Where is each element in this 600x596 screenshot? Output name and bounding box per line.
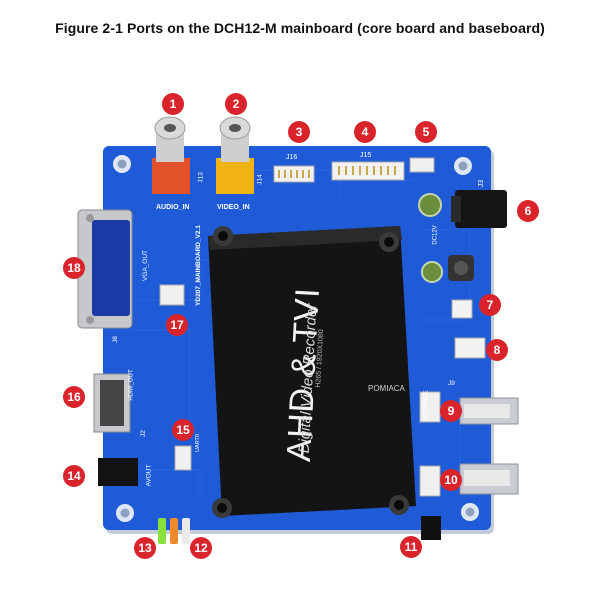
- capacitor: [421, 261, 443, 283]
- callout-14: [63, 465, 85, 487]
- callout-16: [63, 386, 85, 408]
- callout-6: [517, 200, 539, 222]
- callout-4: [354, 121, 376, 143]
- usb-port-upper: [419, 391, 519, 425]
- dc-jack: [451, 190, 507, 228]
- callout-11: [400, 536, 422, 558]
- callout-9: [440, 400, 462, 422]
- callout-13: [134, 537, 156, 559]
- callout-2: [225, 93, 247, 115]
- power-header: [409, 157, 435, 173]
- callout-10: [440, 469, 462, 491]
- callout-7: [479, 294, 501, 316]
- callout-8: [486, 339, 508, 361]
- watermark-text: POMIACA: [368, 384, 405, 393]
- uart-header: [174, 445, 192, 471]
- callout-17: [166, 314, 188, 336]
- status-leds: [158, 518, 190, 544]
- push-button: [421, 516, 441, 540]
- label-video-in: VIDEO_IN: [217, 204, 250, 211]
- j10-connector: [451, 299, 473, 319]
- label-j16: J16: [286, 154, 298, 161]
- capacitor: [418, 193, 442, 217]
- callout-15: [172, 419, 194, 441]
- callout-1: [162, 93, 184, 115]
- hdmi-connector: [93, 373, 131, 433]
- callout-18: [63, 257, 85, 279]
- audio-in-rca: [152, 116, 190, 194]
- usb-port-lower: [419, 463, 519, 497]
- vga-connector: [77, 209, 133, 329]
- label-j9: J9: [448, 380, 455, 387]
- callout-3: [288, 121, 310, 143]
- callout-5: [415, 121, 437, 143]
- label-j15: J15: [360, 152, 372, 159]
- j17-connector: [159, 284, 185, 306]
- figure-caption: Figure 2-1 Ports on the DCH12-M mainboar…: [55, 20, 545, 36]
- core-module: [208, 226, 416, 518]
- video-in-rca: [216, 116, 254, 194]
- j11-connector: [454, 337, 486, 359]
- label-audio-in: AUDIO_IN: [156, 204, 190, 211]
- mount-holes: [113, 155, 479, 522]
- av-out-jack: [98, 458, 138, 486]
- callout-12: [190, 537, 212, 559]
